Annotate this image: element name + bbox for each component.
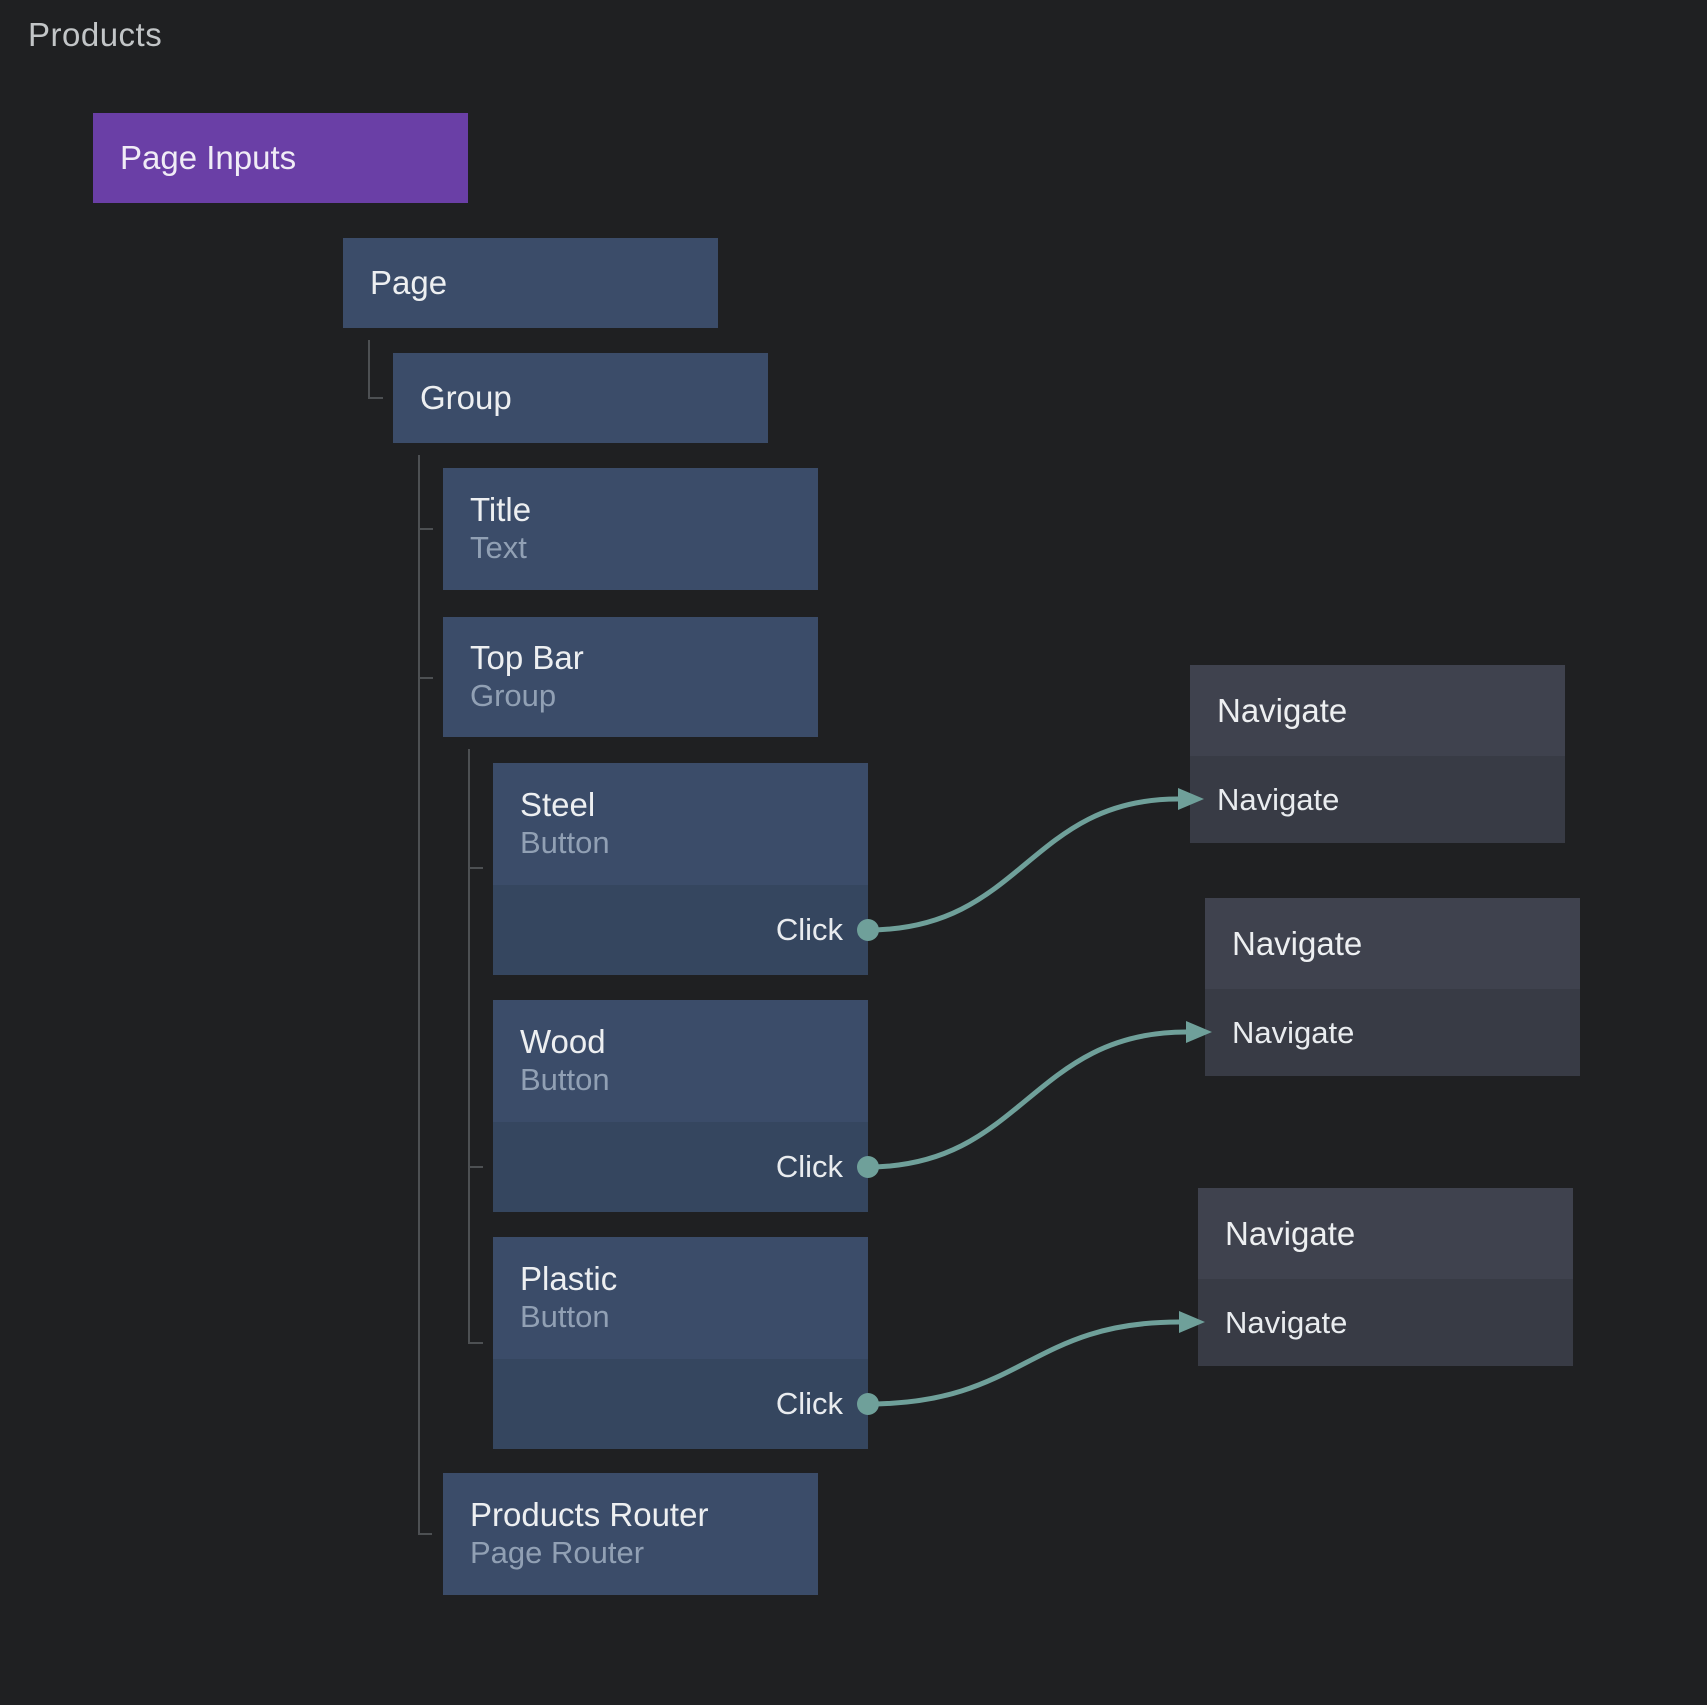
input-port-label: Navigate xyxy=(1232,1014,1355,1050)
output-port-row: Click xyxy=(493,1122,868,1212)
node-title-label: Page xyxy=(370,264,448,301)
node-wood-button[interactable]: Wood Button Click xyxy=(493,1000,868,1212)
tree-connector-line xyxy=(418,528,433,530)
connection-wood-click-to-navigate-2 xyxy=(867,1029,1187,1170)
node-title-label: Page Inputs xyxy=(120,139,297,176)
connection-steel-click-to-navigate-1 xyxy=(867,796,1179,933)
node-title-label: Top Bar xyxy=(470,639,584,676)
node-title-text[interactable]: Title Text xyxy=(443,468,818,590)
node-title-label: Title xyxy=(470,491,532,528)
node-page-inputs[interactable]: Page Inputs xyxy=(93,113,468,203)
node-type-label: Button xyxy=(520,1062,610,1097)
output-port-label: Click xyxy=(775,1149,843,1184)
connection-plastic-click-to-navigate-3 xyxy=(867,1319,1180,1407)
tree-connector-line xyxy=(468,1166,483,1168)
tree-connector-line xyxy=(368,340,370,399)
input-port-row: Navigate xyxy=(1190,756,1565,843)
node-type-label: Button xyxy=(520,825,610,860)
node-plastic-button[interactable]: Plastic Button Click xyxy=(493,1237,868,1449)
node-steel-button[interactable]: Steel Button Click xyxy=(493,763,868,975)
node-title-label: Group xyxy=(420,379,512,416)
input-port-row: Navigate xyxy=(1205,989,1580,1076)
node-type-label: Text xyxy=(470,530,527,565)
node-navigate-3[interactable]: Navigate Navigate xyxy=(1198,1188,1573,1366)
tree-connector-line xyxy=(468,1342,483,1344)
node-navigate-2[interactable]: Navigate Navigate xyxy=(1205,898,1580,1076)
output-port-label: Click xyxy=(775,912,843,947)
output-port-label: Click xyxy=(775,1386,843,1421)
tree-connector-line xyxy=(368,397,383,399)
node-group[interactable]: Group xyxy=(393,353,768,443)
node-title-label: Navigate xyxy=(1232,924,1363,962)
node-page[interactable]: Page xyxy=(343,238,718,328)
node-navigate-1[interactable]: Navigate Navigate xyxy=(1190,665,1565,843)
node-type-label: Group xyxy=(470,678,557,713)
node-title-label: Navigate xyxy=(1217,691,1348,729)
output-port-row: Click xyxy=(493,1359,868,1449)
node-title-label: Navigate xyxy=(1225,1214,1356,1252)
input-port-label: Navigate xyxy=(1217,781,1340,817)
node-title-label: Plastic xyxy=(520,1260,618,1297)
tree-connector-line xyxy=(418,677,433,679)
tree-connector-line xyxy=(418,455,420,1535)
tree-connector-line xyxy=(468,867,483,869)
output-port-row: Click xyxy=(493,885,868,975)
input-port-row: Navigate xyxy=(1198,1279,1573,1366)
node-products-router[interactable]: Products Router Page Router xyxy=(443,1473,818,1595)
tree-connector-line xyxy=(418,1533,432,1535)
node-type-label: Button xyxy=(520,1299,610,1334)
node-type-label: Page Router xyxy=(470,1535,645,1570)
input-port-label: Navigate xyxy=(1225,1304,1348,1340)
tree-connector-line xyxy=(468,749,470,1344)
node-title-label: Wood xyxy=(520,1023,606,1060)
page-title: Products xyxy=(28,16,163,53)
node-title-label: Products Router xyxy=(470,1496,709,1533)
node-top-bar[interactable]: Top Bar Group xyxy=(443,617,818,737)
node-title-label: Steel xyxy=(520,786,596,823)
